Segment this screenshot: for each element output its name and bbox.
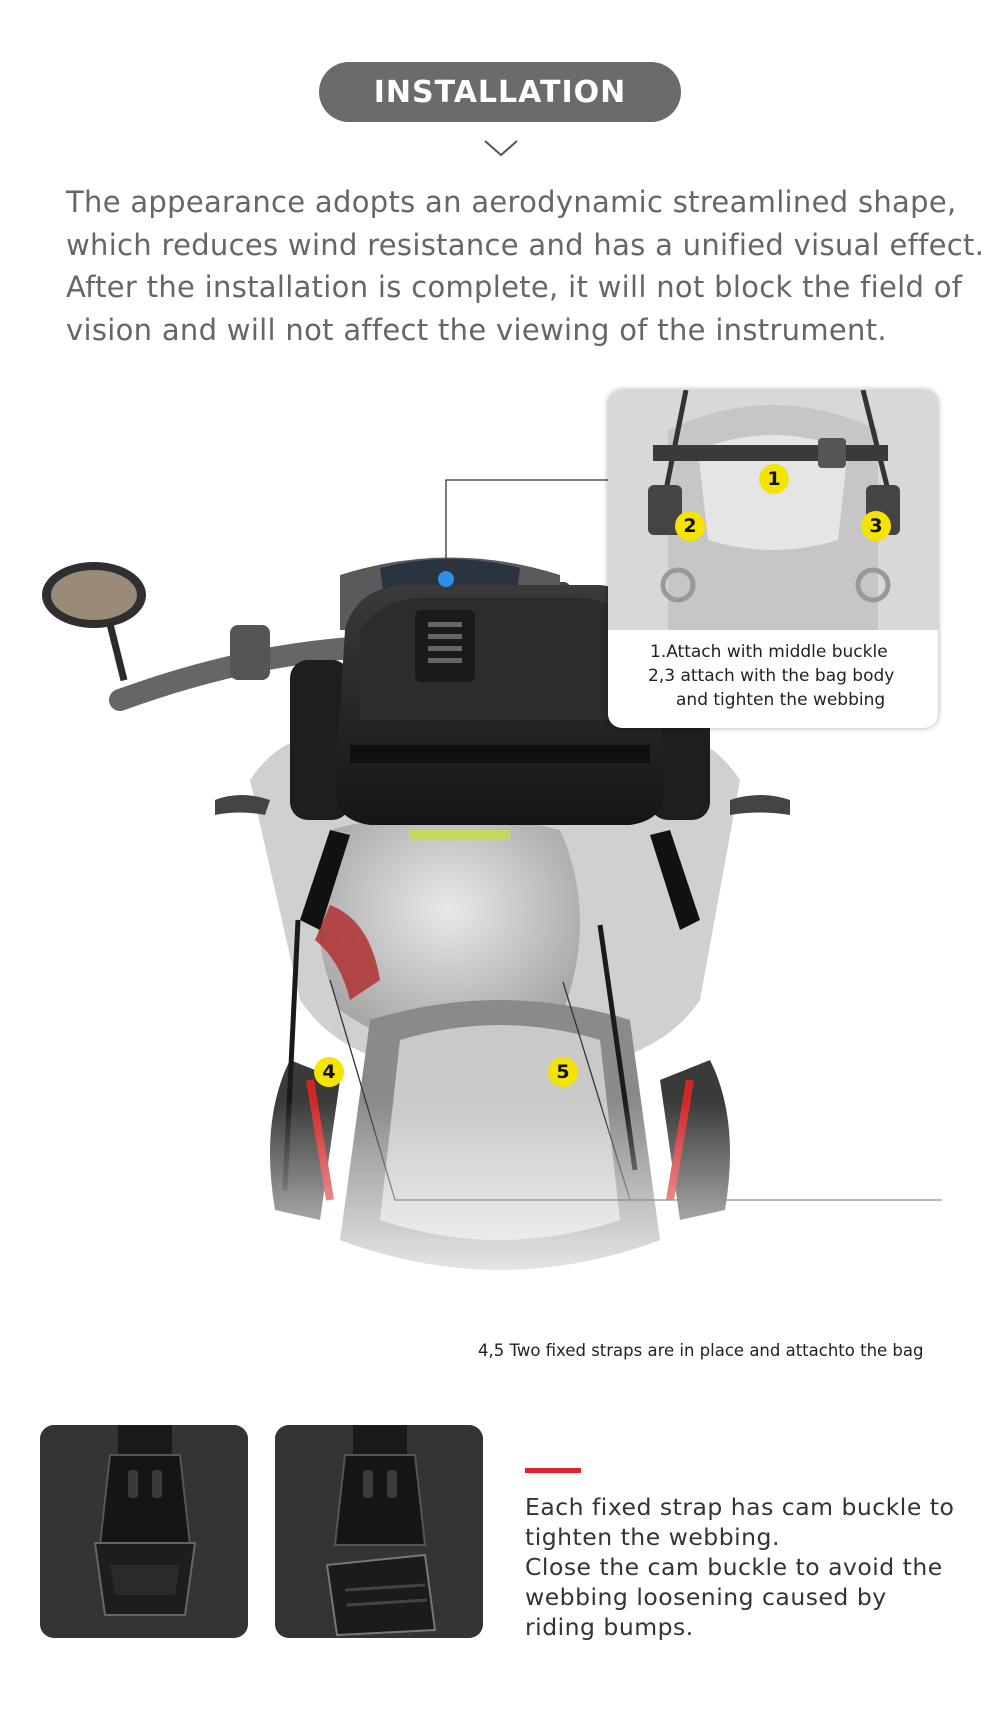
callout-buckle-photo (608, 390, 938, 630)
cam-line: tighten the webbing. (525, 1523, 780, 1551)
intro-line: vision and will not affect the viewing o… (66, 312, 887, 347)
intro-line: The appearance adopts an aerodynamic str… (66, 185, 957, 219)
callout-step: and tighten the webbing (676, 690, 886, 710)
cam-line: riding bumps. (525, 1613, 694, 1641)
accent-bar (525, 1468, 581, 1473)
intro-line: After the installation is complete, it w… (66, 270, 963, 304)
intro-paragraph: The appearance adopts an aerodynamic str… (66, 181, 985, 351)
tank-bag-shape (290, 585, 710, 930)
cam-buckle-description: Each fixed strap has cam buckle to tight… (525, 1492, 985, 1642)
callout-box: 1 2 3 1.Attach with middle buckle 2,3 at… (608, 390, 938, 728)
callout-step: 1.Attach with middle buckle (650, 642, 888, 662)
mirror-shape (42, 562, 146, 682)
motorcycle-with-tank-bag-image (0, 479, 1000, 1320)
badge-1: 1 (759, 464, 789, 494)
intro-line: which reduces wind resistance and has a … (66, 227, 985, 262)
cam-buckle-open-photo (275, 1425, 483, 1638)
badge-4: 4 (314, 1057, 344, 1087)
cam-buckle-closed-photo (40, 1425, 248, 1638)
cam-line: Each fixed strap has cam buckle to (525, 1493, 955, 1521)
badge-2: 2 (675, 511, 705, 541)
badge-5: 5 (548, 1057, 578, 1087)
callout-step: 2,3 attach with the bag body (648, 666, 895, 686)
cam-line: webbing loosening caused by (525, 1583, 887, 1611)
badge-3: 3 (861, 511, 891, 541)
cam-line: Close the cam buckle to avoid the (525, 1553, 943, 1581)
strap-note: 4,5 Two fixed straps are in place and at… (478, 1341, 924, 1360)
chevron-down-icon (484, 140, 518, 157)
installation-title: INSTALLATION (319, 62, 681, 122)
callout-steps: 1.Attach with middle buckle 2,3 attach w… (608, 640, 938, 712)
